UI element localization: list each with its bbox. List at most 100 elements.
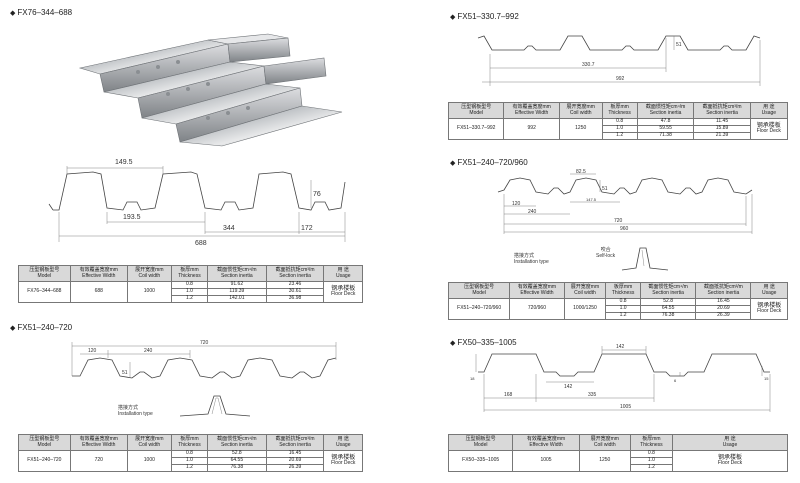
dim-edge: 120	[512, 201, 521, 207]
table-cell: FX50–335–1005	[447, 450, 514, 472]
table-cell: 1250	[578, 450, 631, 472]
table-cell: 1250	[558, 118, 603, 140]
table-cell: 1.2	[601, 132, 638, 140]
dim-top: 142	[616, 344, 625, 350]
self-lock-diagram	[621, 247, 669, 271]
dim-height: 51	[676, 42, 682, 48]
table-cell: 76.38	[207, 464, 267, 472]
table-cell: 1.2	[629, 464, 674, 472]
dim-height: 76	[313, 191, 321, 198]
dim-edge: 172	[301, 225, 313, 232]
table-cell: 76.38	[639, 312, 697, 320]
table-cell: 720/960	[509, 298, 565, 320]
dim-pitch: 335	[588, 392, 597, 398]
table-cell: FX51–240–720/960	[447, 298, 511, 320]
dim-total: 1005	[620, 404, 631, 410]
fx51-720-profile-diagram: 720 120 240 51	[71, 340, 337, 379]
dim-top: 149.5	[115, 159, 133, 166]
dim-total: 720	[200, 340, 209, 346]
dim-edge: 168	[504, 392, 513, 398]
table-cell: FX51–330.7–992	[447, 118, 505, 140]
dim-pitch: 330.7	[582, 62, 595, 68]
dim-half: 344	[223, 225, 235, 232]
table-cell: 26.39	[265, 464, 325, 472]
table-cell: 26.39	[695, 312, 752, 320]
table-cell: 142.01	[207, 295, 267, 303]
table-cell: 71.38	[636, 132, 695, 140]
table-cell: 720	[69, 450, 128, 472]
install-type-diagram	[179, 395, 251, 417]
dim-top: 82.5	[576, 169, 586, 175]
dim-720: 720	[614, 218, 623, 224]
table-cell: 1000	[126, 450, 172, 472]
deck-photo	[78, 33, 343, 147]
dim-h2: 6	[674, 378, 677, 383]
dim-h3: 15	[764, 376, 769, 381]
fx50-profile-diagram: 142 142 168 335 1005 18 6 15	[470, 344, 771, 412]
dim-pitch: 240	[144, 348, 153, 354]
table-cell: 1.2	[170, 464, 209, 472]
table-cell: 688	[69, 281, 128, 303]
table-cell: 1000	[126, 281, 172, 303]
fx76-profile-diagram: 149.5 193.5 76 344 172 688	[48, 159, 346, 247]
table-cell: FX51–240–720	[18, 450, 71, 472]
table-cell: 36.98	[265, 295, 325, 303]
table-cell: 1.2	[170, 295, 209, 303]
table-cell: FX76–344–688	[18, 281, 71, 303]
dim-total: 992	[616, 76, 625, 82]
section-title-fx51-720: ◆FX51–240–720	[10, 323, 73, 332]
section-title-fx50: ◆FX50–335–1005	[450, 338, 517, 347]
dim-pitch: 240	[528, 209, 537, 215]
dim-bottom: 142	[564, 384, 573, 390]
table-cell: 992	[503, 118, 560, 140]
dim-total: 688	[195, 240, 207, 247]
section-title-fx51-992: ◆FX51–330.7–992	[450, 12, 519, 21]
dim-mid: 147.5	[586, 197, 597, 202]
table-cell: 1005	[512, 450, 580, 472]
table-cell: 21.39	[693, 132, 751, 140]
dim-height: 51	[122, 370, 128, 376]
dim-height: 51	[602, 186, 608, 192]
